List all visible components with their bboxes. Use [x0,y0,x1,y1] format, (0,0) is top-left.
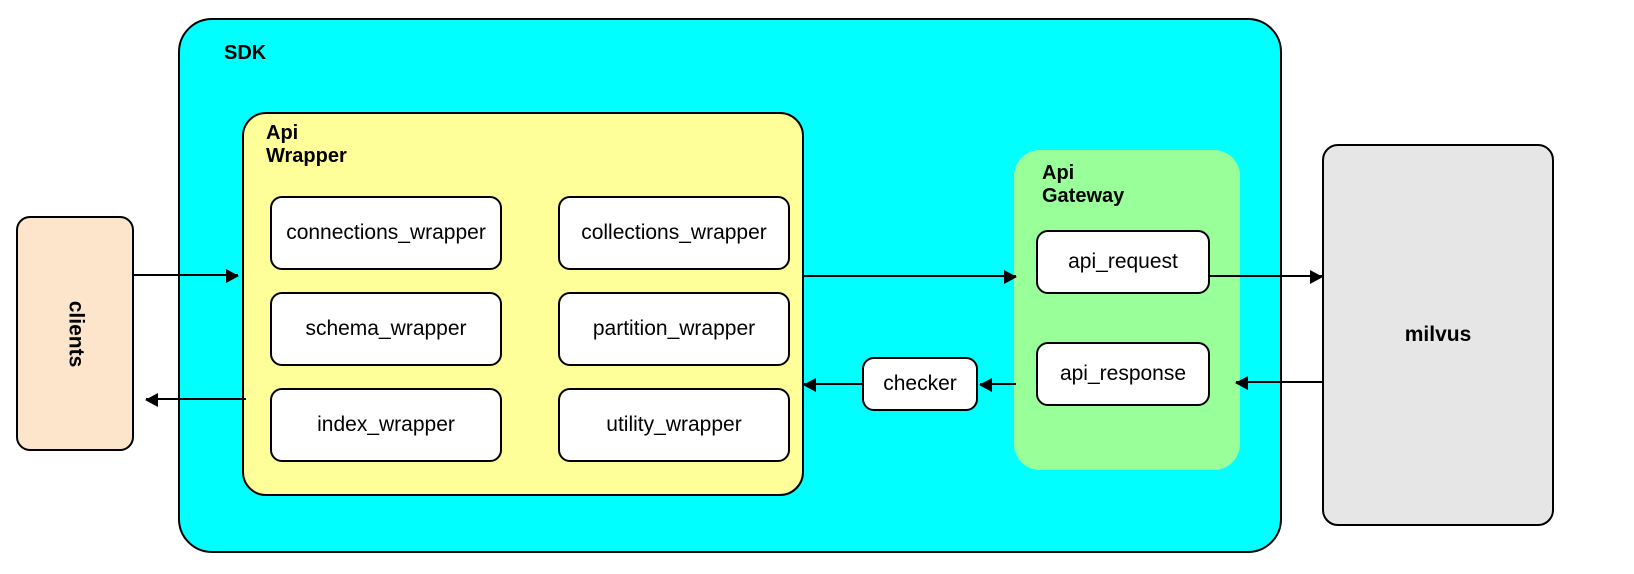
checker-label: checker [883,372,957,395]
node-api-response[interactable]: api_response [1036,342,1210,406]
api-wrapper-group[interactable]: Api Wrapper connections_wrapper collecti… [242,112,804,496]
arrow-clients-to-api-wrapper [134,269,239,283]
node-connections-wrapper[interactable]: connections_wrapper [270,196,502,270]
arrow-checker-to-api-wrapper [803,378,864,392]
node-label: schema_wrapper [305,317,467,340]
arrow-api-wrapper-to-clients [145,393,246,407]
node-schema-wrapper[interactable]: schema_wrapper [270,292,502,366]
node-label: index_wrapper [317,413,455,436]
node-partition-wrapper[interactable]: partition_wrapper [558,292,790,366]
node-label: connections_wrapper [286,221,486,244]
node-label: api_response [1059,362,1187,385]
arrow-api-response-to-checker [979,378,1016,392]
api-gateway-group[interactable]: Api Gateway api_request api_response [1014,150,1240,470]
node-label: collections_wrapper [581,221,767,244]
clients-box[interactable]: clients [16,216,134,451]
milvus-label: milvus [1404,323,1472,346]
node-index-wrapper[interactable]: index_wrapper [270,388,502,462]
node-label: api_request [1068,250,1178,273]
clients-label: clients [64,300,87,367]
arrow-milvus-to-api-response [1235,376,1322,390]
arrow-api-wrapper-to-api-gateway [804,270,1017,284]
milvus-box[interactable]: milvus [1322,144,1554,526]
node-label: utility_wrapper [606,413,742,436]
sdk-container[interactable]: SDK Api Wrapper connections_wrapper coll… [178,18,1282,553]
node-label: partition_wrapper [592,317,756,340]
api-gateway-label: Api Gateway [1042,162,1125,207]
checker-box[interactable]: checker [862,357,978,411]
arrow-api-request-to-milvus [1208,270,1323,284]
node-collections-wrapper[interactable]: collections_wrapper [558,196,790,270]
node-utility-wrapper[interactable]: utility_wrapper [558,388,790,462]
api-wrapper-label: Api Wrapper [266,122,347,167]
node-api-request[interactable]: api_request [1036,230,1210,294]
sdk-label: SDK [224,42,267,64]
